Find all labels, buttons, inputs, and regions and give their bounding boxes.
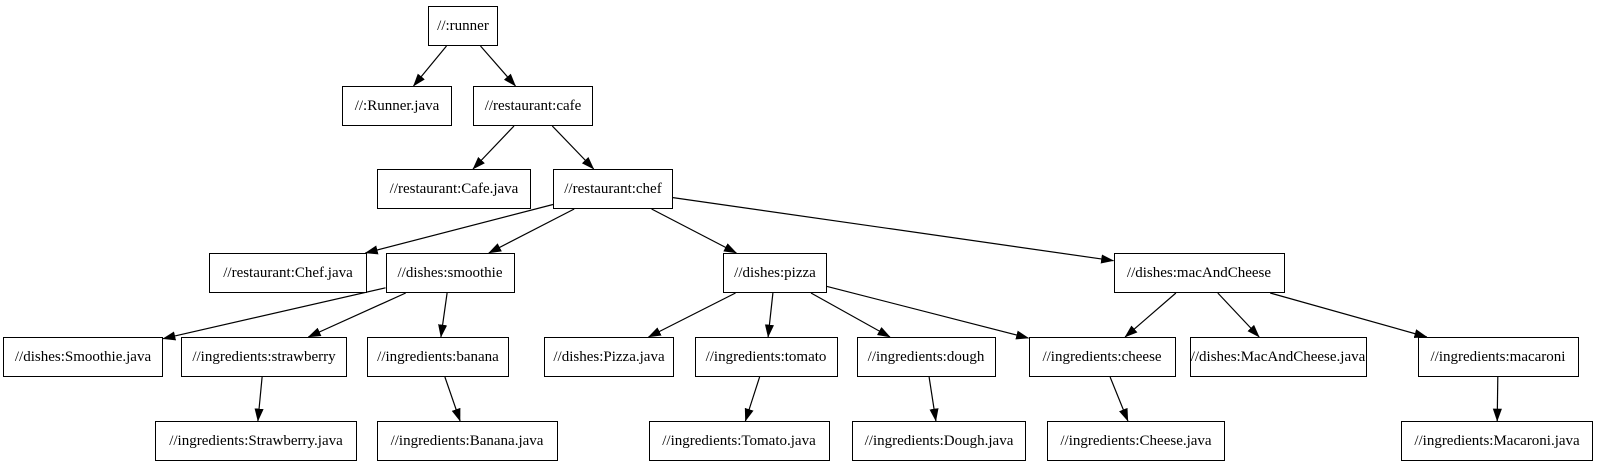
node-cheese: //ingredients:cheese — [1028, 337, 1176, 377]
edge-tomato-to-tomato-java — [744, 376, 761, 422]
node-banana-java: //ingredients:Banana.java — [376, 421, 558, 461]
edge-chef-to-mac-and-cheese — [672, 197, 1115, 264]
node-mac-and-cheese: //dishes:macAndCheese — [1113, 253, 1285, 293]
edge-pizza-to-cheese — [826, 285, 1030, 340]
edge-chef-to-chef-java — [364, 203, 554, 255]
edge-smoothie-to-banana — [438, 292, 448, 338]
node-pizza: //dishes:pizza — [723, 253, 827, 293]
node-cafe: //restaurant:cafe — [473, 86, 593, 126]
node-cafe-java: //restaurant:Cafe.java — [377, 169, 531, 209]
node-macaroni-java: //ingredients:Macaroni.java — [1401, 421, 1593, 461]
edge-runner-to-cafe — [480, 45, 516, 87]
node-smoothie-java: //dishes:Smoothie.java — [3, 337, 163, 377]
edge-banana-to-banana-java — [444, 376, 461, 422]
edge-cafe-to-chef — [551, 125, 595, 170]
node-mac-and-cheese-java: //dishes:MacAndCheese.java — [1189, 337, 1367, 377]
edge-runner-to-runner-java — [413, 45, 447, 87]
node-tomato: //ingredients:tomato — [694, 337, 838, 377]
node-cheese-java: //ingredients:Cheese.java — [1047, 421, 1225, 461]
node-chef: //restaurant:chef — [553, 169, 673, 209]
edge-chef-to-smoothie — [488, 208, 575, 254]
edge-pizza-to-pizza-java — [647, 292, 736, 338]
edge-mac-and-cheese-to-macaroni — [1270, 292, 1428, 339]
node-chef-java: //restaurant:Chef.java — [209, 253, 367, 293]
node-runner-java: //:Runner.java — [342, 86, 452, 126]
node-macaroni: //ingredients:macaroni — [1417, 337, 1579, 377]
node-strawberry: //ingredients:strawberry — [181, 337, 347, 377]
node-runner: //:runner — [428, 6, 498, 46]
node-dough-java: //ingredients:Dough.java — [852, 421, 1026, 461]
edge-chef-to-pizza — [651, 208, 737, 254]
edge-smoothie-to-smoothie-java — [162, 287, 386, 341]
node-strawberry-java: //ingredients:Strawberry.java — [155, 421, 357, 461]
node-dough: //ingredients:dough — [856, 337, 996, 377]
edge-pizza-to-dough — [810, 292, 891, 338]
node-smoothie: //dishes:smoothie — [385, 253, 515, 293]
edge-smoothie-to-strawberry — [307, 292, 406, 338]
node-tomato-java: //ingredients:Tomato.java — [648, 421, 830, 461]
edge-cheese-to-cheese-java — [1109, 376, 1129, 422]
edge-cafe-to-cafe-java — [472, 125, 515, 170]
edge-dough-to-dough-java — [928, 376, 939, 422]
node-banana: //ingredients:banana — [367, 337, 509, 377]
edge-pizza-to-tomato — [764, 292, 774, 338]
edge-mac-and-cheese-to-cheese — [1124, 292, 1177, 338]
edge-strawberry-to-strawberry-java — [254, 376, 264, 422]
edge-macaroni-to-macaroni-java — [1492, 376, 1502, 422]
edge-mac-and-cheese-to-mac-and-cheese-java — [1217, 292, 1260, 338]
node-pizza-java: //dishes:Pizza.java — [544, 337, 674, 377]
